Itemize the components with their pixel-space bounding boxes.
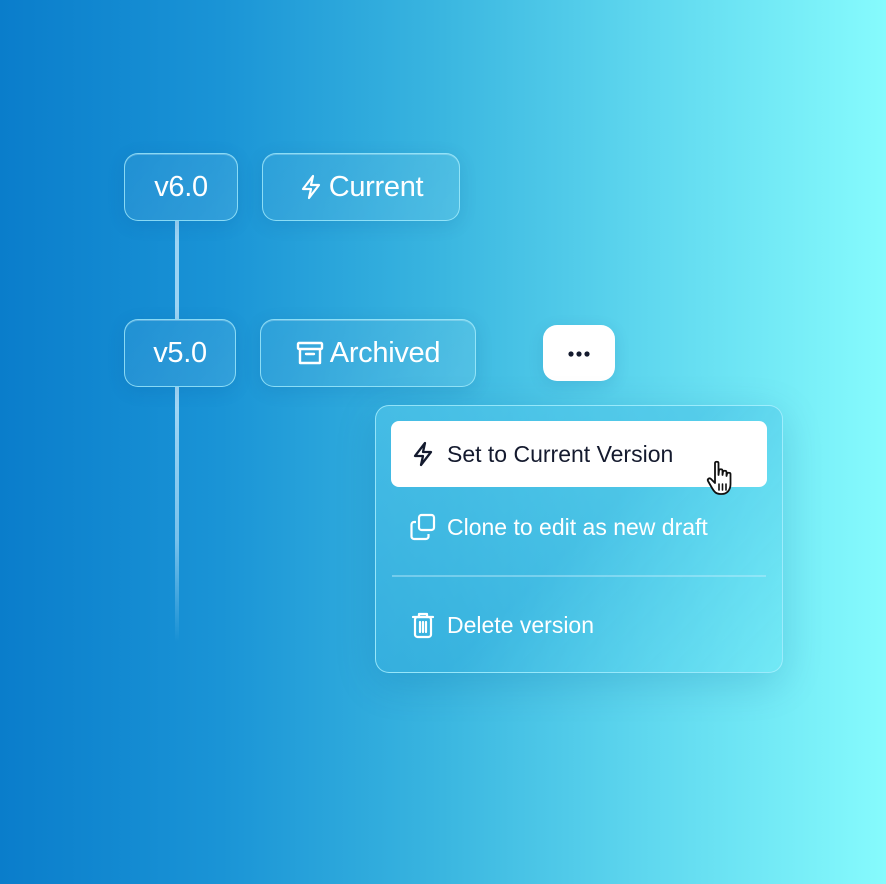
menu-item-label: Delete version — [447, 611, 595, 638]
copy-icon — [409, 513, 437, 541]
status-badge-archived: Archived — [260, 319, 476, 387]
ellipsis-icon — [567, 344, 591, 362]
version-label: v5.0 — [153, 336, 207, 369]
timeline-connector — [175, 221, 179, 319]
version-label: v6.0 — [154, 170, 208, 203]
menu-item-delete[interactable]: Delete version — [391, 592, 767, 658]
status-badge-current: Current — [262, 153, 460, 221]
menu-item-label: Clone to edit as new draft — [447, 513, 708, 540]
status-label: Archived — [329, 336, 441, 369]
version-chip-v6[interactable]: v6.0 — [124, 153, 238, 221]
menu-item-label: Set to Current Version — [447, 440, 674, 467]
lightning-icon — [299, 174, 323, 200]
archive-box-icon — [296, 340, 324, 366]
version-context-menu: Set to Current Version Clone to edit as … — [375, 405, 783, 673]
trash-icon — [409, 611, 437, 639]
pointer-hand-cursor-icon — [706, 460, 738, 503]
more-options-button[interactable] — [543, 325, 615, 381]
menu-divider — [392, 575, 766, 577]
version-chip-v5[interactable]: v5.0 — [124, 319, 236, 387]
status-label: Current — [328, 170, 424, 203]
menu-item-clone[interactable]: Clone to edit as new draft — [391, 494, 767, 560]
timeline-connector-tail — [175, 387, 179, 642]
menu-item-set-current[interactable]: Set to Current Version — [391, 421, 767, 487]
lightning-icon — [409, 440, 437, 468]
